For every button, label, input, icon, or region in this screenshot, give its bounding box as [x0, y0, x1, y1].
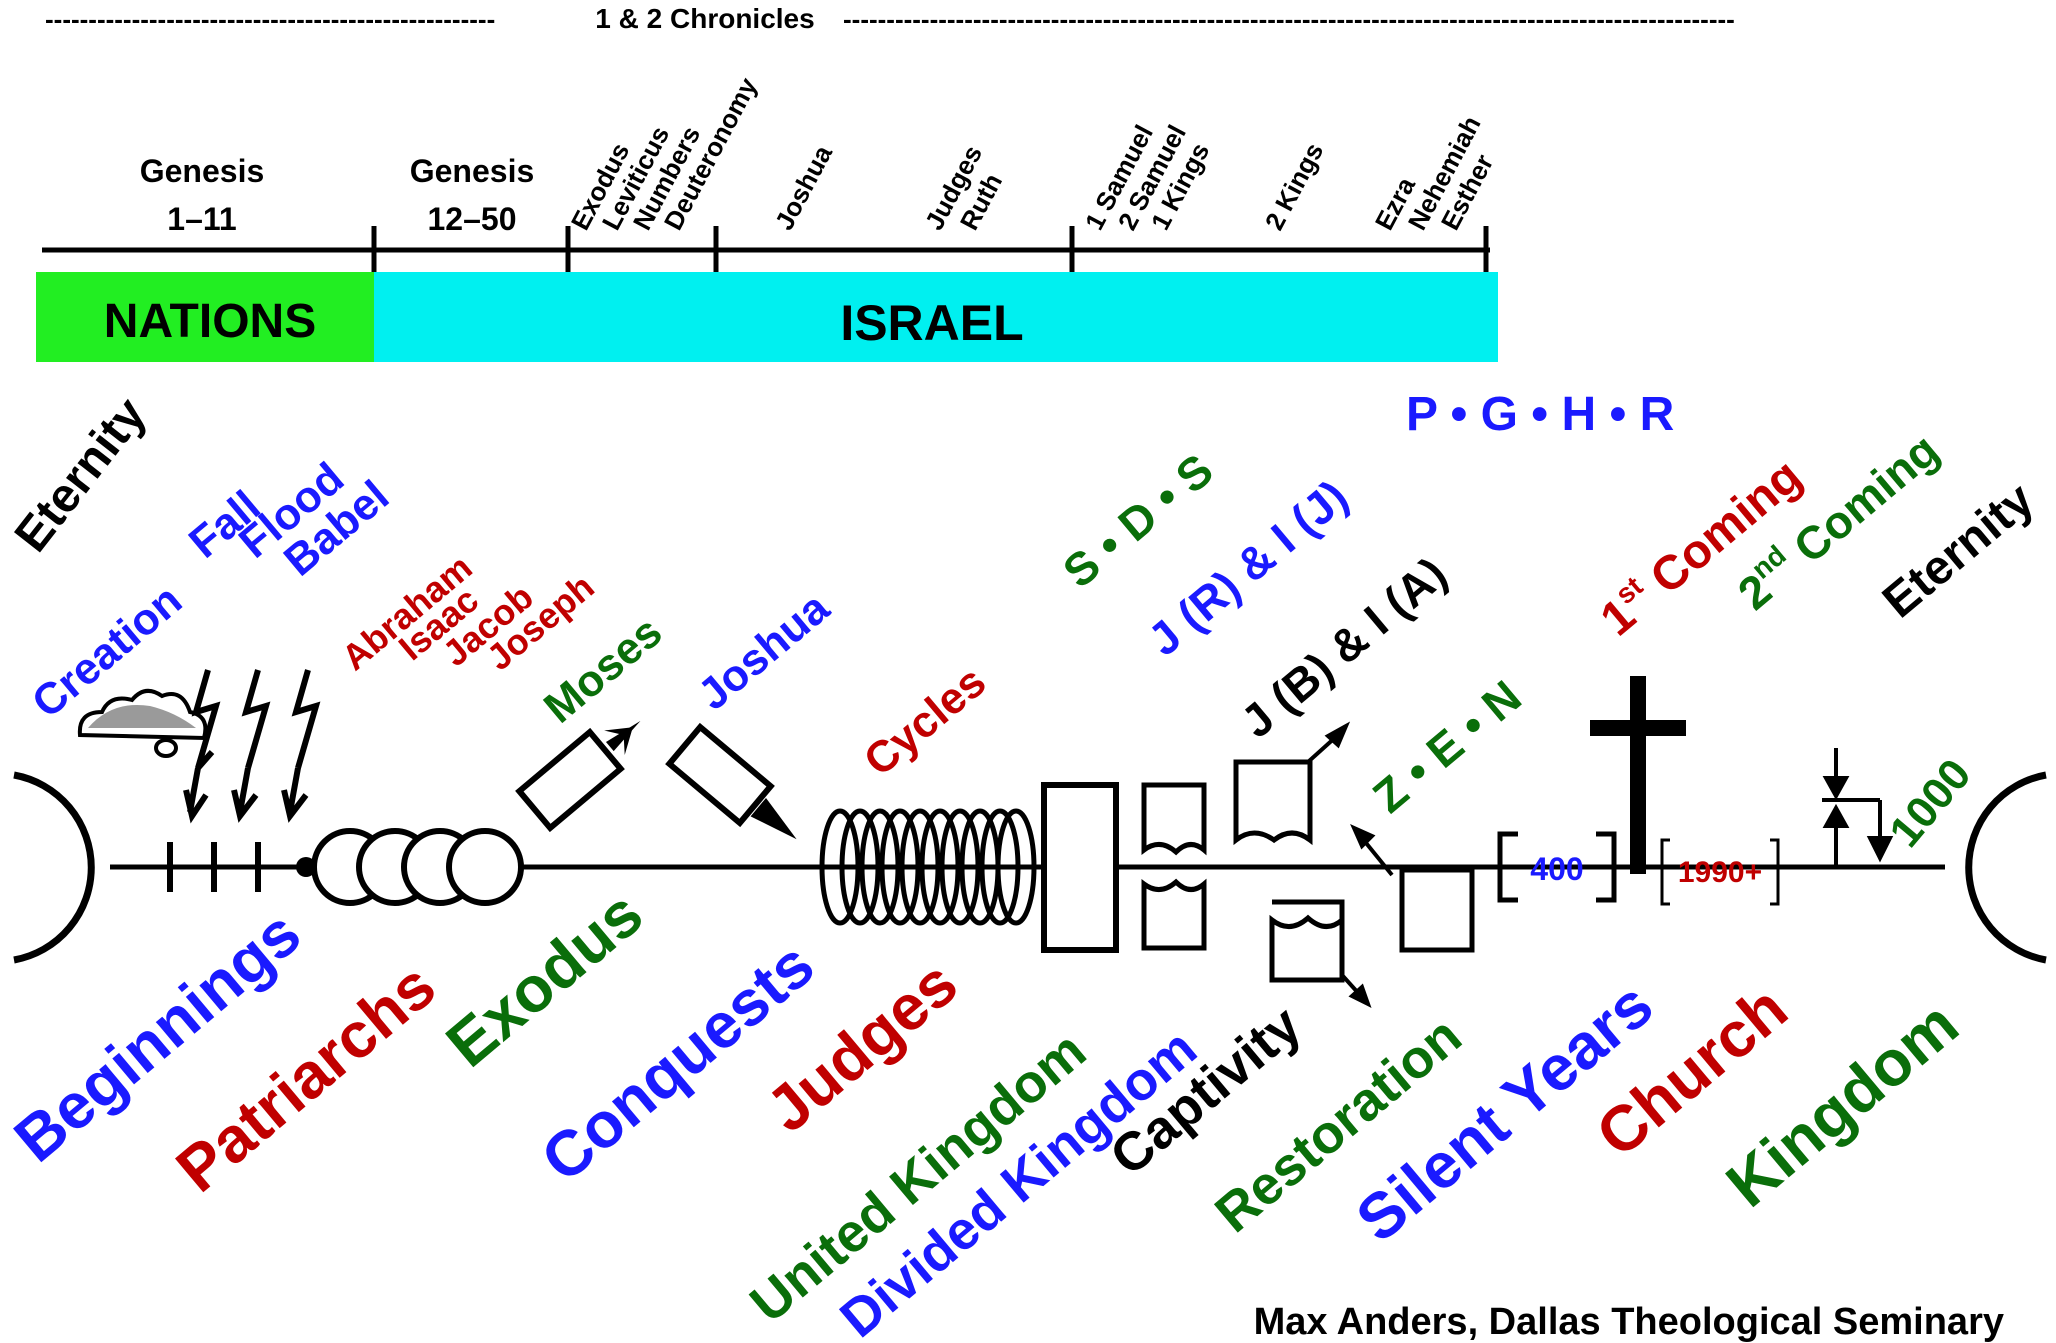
restoration-box [1399, 867, 1475, 953]
pentateuch-books: Exodus Leviticus Numbers Deuteronomy [565, 72, 763, 235]
zen-label: Z • E • N [1363, 670, 1531, 823]
restoration-arrow [1350, 824, 1394, 877]
pghr-label: P • G • H • R [1406, 388, 1674, 441]
beginnings-ticks [167, 842, 261, 892]
millennium-arrows-icon [1822, 748, 1894, 868]
patriarchs-dot [296, 857, 316, 877]
captivity-arrows [1306, 721, 1372, 1009]
genesis-1-11-line2: 1–11 [167, 201, 236, 237]
millennium-years-count: 1000 [1880, 750, 1980, 856]
genesis-1-11-line1: Genesis [140, 153, 265, 189]
silent-years-count: 400 [1530, 851, 1583, 887]
chronicles-dashes-left: ----------------------------------------… [45, 4, 495, 34]
eternity-right-arc [1965, 771, 2047, 964]
moses-law-icon [515, 720, 641, 833]
sds-label: S • D • S [1053, 443, 1223, 597]
chronicles-dashes-right: ----------------------------------------… [843, 4, 1735, 34]
eternity-left-label: Eternity [5, 388, 157, 562]
genesis-12-50-line2: 12–50 [428, 201, 517, 237]
credit-line: Max Anders, Dallas Theological Seminary [1254, 1301, 2004, 1343]
divided-kingdom-boxes [1141, 782, 1207, 951]
genesis-12-50-line1: Genesis [410, 153, 535, 189]
cloud-icon [77, 688, 208, 758]
book-bar-line [42, 226, 1490, 274]
era-exodus: Exodus [433, 877, 656, 1081]
judges-coils-icon [819, 808, 1037, 926]
book-2-kings: 2 Kings [1259, 138, 1330, 235]
nations-bar [36, 272, 374, 362]
church-bracket [1660, 838, 1780, 906]
restoration-books: Ezra Nehemiah Esther [1369, 111, 1499, 235]
cross-icon [1590, 676, 1686, 874]
lightning-bolt-icon-1 [183, 669, 221, 824]
kingdom-books: 1 Samuel 2 Samuel 1 Kings [1079, 120, 1216, 235]
joshua-sword-icon [665, 722, 797, 840]
silent-years-bracket [1497, 831, 1617, 903]
joshua-label: Joshua [689, 583, 839, 720]
israel-label: ISRAEL [840, 295, 1023, 351]
lightning-bolts-icon [183, 669, 321, 824]
lightning-bolt-icon-3 [281, 669, 321, 823]
eternity-left-arc [13, 771, 95, 964]
book-joshua: Joshua [769, 140, 838, 235]
patriarchs-circles [311, 828, 524, 906]
israel-bar [374, 272, 1498, 362]
nations-label: NATIONS [104, 295, 316, 348]
lightning-bolt-icon-2 [231, 669, 271, 823]
church-years-count: 1990+ [1678, 856, 1762, 889]
captivity-boxes [1233, 759, 1345, 983]
chronicles-label: 1 & 2 Chronicles [595, 3, 814, 34]
united-kingdom-box [1041, 782, 1119, 953]
cycles-label: Cycles [855, 657, 995, 786]
